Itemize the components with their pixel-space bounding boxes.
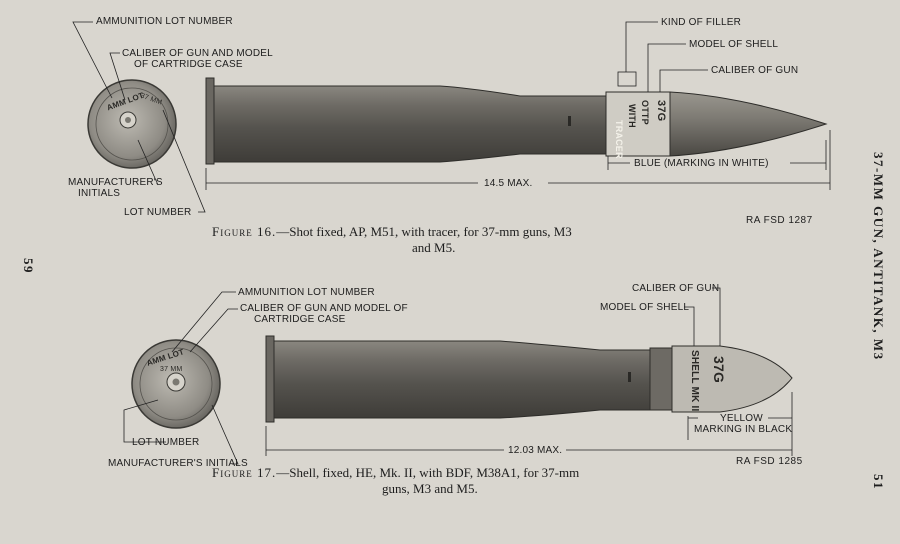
fig17-left-leaders [123,291,239,465]
fig16-label-caliber-of-gun: CALIBER OF GUN [711,65,799,76]
fig17-cartridge [265,335,793,423]
fig17-label-caliber-of-gun: CALIBER OF GUN [632,283,720,294]
fig16-caption-line1: Figure 16.—Shot fixed, AP, M51, with tra… [212,224,712,239]
fig16-label-caliber-line2: OF CARTRIDGE CASE [134,59,243,70]
fig17-dimension [265,426,793,456]
fig17-label-caliber-line2: CARTRIDGE CASE [254,314,346,325]
fig16-label-caliber-line1: CALIBER OF GUN AND MODEL [122,48,273,59]
fig16-caption-text: —Shot fixed, AP, M51, with tracer, for 3… [276,224,572,239]
fig17-caption-line2: guns, M3 and M5. [382,481,478,496]
fig16-right-leaders [607,21,827,170]
page-number-right: 51 [871,474,886,490]
fig17-right-leaders [684,287,793,440]
fig16-label-ammunition-lot-number: AMMUNITION LOT NUMBER [96,16,233,27]
fig16-label-manufacturers-line2: INITIALS [78,188,121,199]
fig16-dimension [205,130,831,190]
fig17-label-caliber-line1: CALIBER OF GUN AND MODEL OF [240,303,408,314]
fig16-label-manufacturers-line1: MANUFACTURER'S [68,177,163,188]
fig16-label-kind-of-filler: KIND OF FILLER [661,17,742,28]
fig17-label-yellow-line2: MARKING IN BLACK [694,424,793,435]
fig17-cartridge-base [131,339,221,429]
fig16-cartridge-base [87,79,177,169]
fig17-caption-text: —Shell, fixed, HE, Mk. II, with BDF, M38… [276,465,580,480]
running-head: 37-MM GUN, ANTITANK, M3 [871,152,886,361]
fig16-label-length: 14.5 MAX. [484,178,533,189]
fig17-label-model-of-shell: MODEL OF SHELL [600,302,690,313]
fig17-caption-line1: Figure 17.—Shell, fixed, HE, Mk. II, wit… [212,465,712,480]
fig16-cartridge [205,77,828,165]
fig16-marking-caliber: 37G [655,100,667,122]
fig16-left-leaders [72,21,206,213]
fig17-label-lot-number: LOT NUMBER [132,437,200,448]
fig16-marking-filler-line1: WITH [627,104,637,128]
fig17-caption-figure: Figure 17. [212,465,277,480]
fig16-label-blue-marking: BLUE (MARKING IN WHITE) [634,158,769,169]
fig17-marking-model: SHELL MK II [689,350,700,412]
fig16-caption-line2: and M5. [412,240,456,255]
fig16-label-model-of-shell: MODEL OF SHELL [689,39,779,50]
fig17-label-length: 12.03 MAX. [508,445,563,456]
page-number-left: 59 [21,258,36,274]
fig16-marking-model: OTTP [640,100,650,125]
fig16-ra-code: RA FSD 1287 [746,215,813,226]
fig17-base-marking-mid: 37 MM [160,366,183,373]
fig16-caption-figure: Figure 16. [212,224,277,239]
fig17-label-ammunition-lot-number: AMMUNITION LOT NUMBER [238,287,375,298]
fig16-marking-filler-line2: TRACER [614,120,624,159]
fig17-label-manufacturers-initials: MANUFACTURER'S INITIALS [108,458,248,469]
fig16-label-lot-number: LOT NUMBER [124,207,192,218]
fig17-marking-caliber: 37G [711,356,727,384]
fig17-label-yellow-line1: YELLOW [720,413,763,424]
fig17-ra-code: RA FSD 1285 [736,456,803,467]
